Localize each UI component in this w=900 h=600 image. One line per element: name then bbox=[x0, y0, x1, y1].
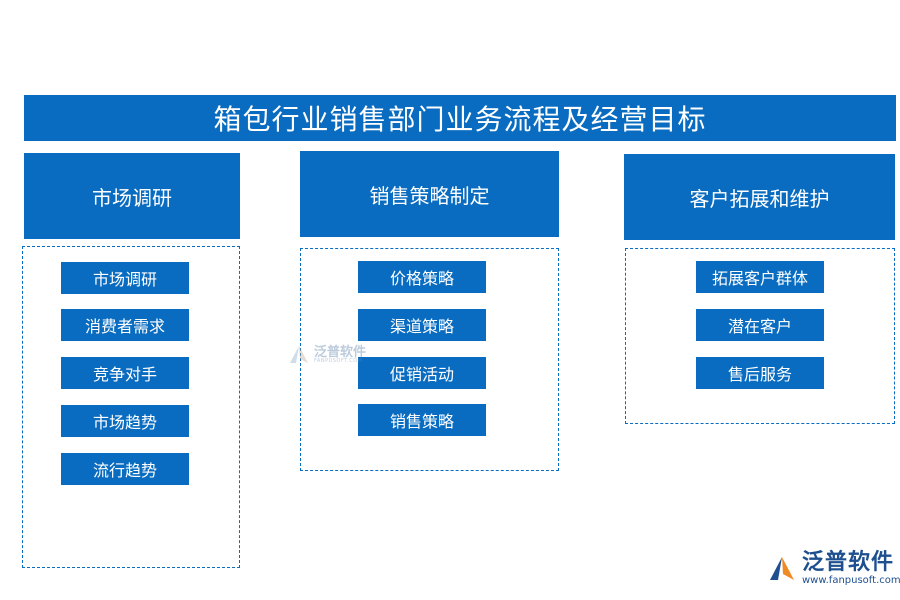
column-header-customer-expansion: 客户拓展和维护 bbox=[624, 154, 895, 240]
item-promotion: 促销活动 bbox=[358, 357, 486, 389]
watermark-url: FANPUSOFT.COM bbox=[314, 358, 363, 364]
column-box-market-research bbox=[22, 246, 240, 568]
item-sales-strategy: 销售策略 bbox=[358, 404, 486, 436]
item-consumer-demand: 消费者需求 bbox=[61, 309, 189, 341]
brand-logo: 泛普软件 www.fanpusoft.com bbox=[768, 552, 900, 586]
diagram-title: 箱包行业销售部门业务流程及经营目标 bbox=[24, 95, 896, 141]
item-price-strategy: 价格策略 bbox=[358, 261, 486, 293]
item-fashion-trends: 流行趋势 bbox=[61, 453, 189, 485]
item-after-sales: 售后服务 bbox=[696, 357, 824, 389]
item-expand-customers: 拓展客户群体 bbox=[696, 261, 824, 293]
fanpu-logo-icon bbox=[770, 557, 794, 580]
item-potential-customers: 潜在客户 bbox=[696, 309, 824, 341]
column-header-sales-strategy: 销售策略制定 bbox=[300, 151, 559, 237]
fanpu-logo-icon bbox=[290, 346, 308, 363]
column-box-customer-expansion bbox=[625, 248, 895, 424]
item-market-trends: 市场趋势 bbox=[61, 405, 189, 437]
item-channel-strategy: 渠道策略 bbox=[358, 309, 486, 341]
column-header-market-research: 市场调研 bbox=[24, 153, 240, 239]
item-competitors: 竞争对手 bbox=[61, 357, 189, 389]
logo-name: 泛普软件 bbox=[802, 550, 895, 575]
logo-url: www.fanpusoft.com bbox=[802, 575, 900, 586]
column-box-sales-strategy bbox=[300, 248, 559, 471]
watermark-name: 泛普软件 bbox=[314, 345, 367, 360]
watermark: 泛普软件 FANPUSOFT.COM bbox=[288, 345, 366, 365]
item-market-research: 市场调研 bbox=[61, 262, 189, 294]
